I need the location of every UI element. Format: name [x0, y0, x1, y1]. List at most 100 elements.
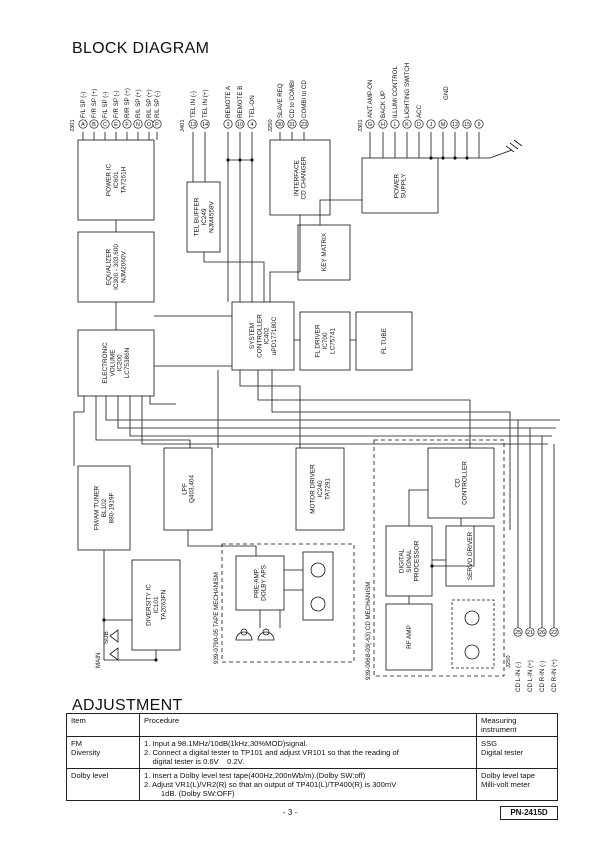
pin-signal-label: F/L SP (-)	[80, 92, 87, 118]
connector-pin	[223, 119, 233, 129]
pin-number: B	[92, 122, 96, 128]
interface-label: INTERFACE	[293, 160, 300, 196]
dsp-label: PROCESSOR	[413, 540, 420, 581]
cd-mechanism-label: 939-0068-03(-63) CD MECHANISM	[365, 582, 372, 680]
tape-head-r-icon	[257, 631, 275, 641]
pin-signal-label: TEL IN (+)	[202, 90, 209, 118]
cd-motor-2-icon	[464, 644, 480, 660]
motor-driver-label: MOTOR DRIVER	[310, 464, 317, 514]
connector-label: J301	[70, 119, 76, 132]
pin-signal-label: SLAVE REQ	[277, 83, 284, 118]
cd-mechanism-box	[373, 439, 505, 677]
pin-signal-label: ANT AMP-ON	[367, 80, 374, 118]
gnd-label: GND	[443, 86, 450, 100]
connector-pin	[474, 119, 484, 129]
tape-motor-1-icon	[310, 562, 326, 578]
electronic-volume-label: IC200	[117, 354, 124, 371]
pin-number: 12	[452, 122, 458, 128]
motor-driver-label: TA7291	[324, 478, 331, 500]
tape-mechanism-label: 939-0790-05 TAPE MECHANISM	[213, 572, 220, 664]
pin-number: M	[441, 122, 446, 128]
connector-pin	[235, 119, 245, 129]
pin-number: F	[125, 122, 129, 128]
pin-number: O	[147, 122, 152, 128]
block-diagram-title: BLOCK DIAGRAM	[72, 40, 210, 57]
table-row: FM Diversity 1. Input a 98.1MHz/10dB(1kH…	[66, 736, 558, 769]
diversity-label: IC101	[153, 596, 160, 613]
pin-signal-label: R/R SP (+)	[124, 88, 131, 118]
pin-signal-label: COMBI to CD	[301, 80, 308, 118]
fl-tube-label: FL TUBE	[381, 328, 388, 354]
connector-pin	[78, 119, 88, 129]
connector-pin	[111, 119, 121, 129]
connector-pin	[462, 119, 472, 129]
pin-signal-label: LIGHTING SWITCH	[404, 63, 411, 118]
power-ic-label: TA7261H	[120, 166, 127, 193]
system-controller-label: CONTROLLER	[256, 314, 263, 358]
connector-pin	[438, 119, 448, 129]
connector-pin	[247, 119, 257, 129]
connector-pin	[378, 119, 388, 129]
pin-signal-label: CD to COMBI	[289, 80, 296, 118]
cd-controller-label: CD	[454, 478, 461, 488]
pin-signal-label: REMOTE B	[237, 86, 244, 118]
tel-buffer-label: NJM4558V	[208, 200, 215, 232]
fl-driver-label: FL DRIVER	[315, 324, 322, 358]
pin-number: C	[103, 122, 107, 128]
connector-pin	[89, 119, 99, 129]
item-cell: FM Diversity	[66, 736, 140, 769]
pin-number: A	[81, 122, 85, 128]
tuner-label: FM/AM TUNER	[94, 485, 101, 530]
table-row: Dolby level 1. Insert a Dolby level test…	[66, 768, 558, 801]
connector-pin	[122, 119, 132, 129]
power-supply-label: SUPPLY	[401, 173, 408, 198]
instrument-cell: Dolby level tape Milli-volt meter	[476, 768, 558, 801]
rf-amp-label: RF AMP	[406, 625, 413, 649]
antenna-main-label: MAIN	[95, 653, 102, 668]
cd-motor-box	[451, 599, 495, 669]
connector-pin	[525, 627, 535, 637]
pin-number: 22	[551, 630, 557, 636]
connector-pin	[299, 119, 309, 129]
connector-pin	[450, 119, 460, 129]
pin-signal-label: TEL-ON	[249, 95, 256, 118]
electronic-volume-label: VOLUME	[109, 350, 116, 377]
pin-signal-label: BACK UP	[380, 91, 387, 118]
system-controller-block	[231, 301, 295, 371]
tel-buffer-label: IC249	[201, 208, 208, 225]
pin-number: 9	[477, 122, 480, 128]
tuner-label: BL102	[101, 498, 108, 517]
pin-number: 10	[237, 122, 243, 128]
pin-number: E	[114, 122, 118, 128]
pin-number: 13	[190, 122, 196, 128]
connector-pin	[537, 627, 547, 637]
power-supply-block	[361, 157, 439, 214]
tape-motor-2-icon	[310, 596, 326, 612]
fl-driver-label: LC75741	[329, 328, 336, 354]
power-ic-label: POWER IC	[106, 163, 113, 196]
pin-number: P	[155, 122, 159, 128]
connector-pin	[152, 119, 162, 129]
pin-signal-label: R/L SP (+)	[135, 89, 142, 118]
cd-motor-1-icon	[464, 610, 480, 626]
connector-pin	[275, 119, 285, 129]
header-procedure: Procedure	[139, 713, 477, 737]
connector-pin	[390, 119, 400, 129]
key-matrix-label: KEY MATRIX	[321, 232, 328, 271]
pin-number: N	[136, 122, 140, 128]
diversity-label: DIVERSITY IC	[146, 584, 153, 626]
pin-signal-label: F/R SP (-)	[113, 90, 120, 118]
connector-pin	[287, 119, 297, 129]
pin-number: K	[405, 122, 409, 128]
adjustment-title: ADJUSTMENT	[72, 697, 183, 714]
tel-buffer-block	[186, 181, 221, 253]
model-number: PN-2415D	[500, 806, 558, 820]
diversity-label: TA2063FN	[160, 589, 167, 620]
connector-label: J250	[268, 119, 274, 132]
pin-number: H	[381, 122, 385, 128]
preamp-label: DOLBY APS	[261, 565, 268, 601]
pin-signal-label: F/L SP (-)	[102, 92, 109, 118]
motor-driver-block	[295, 447, 345, 531]
pin-signal-label: R/L SP (+)	[146, 89, 153, 118]
equalizer-label: IC300 - 303,600	[113, 244, 120, 290]
